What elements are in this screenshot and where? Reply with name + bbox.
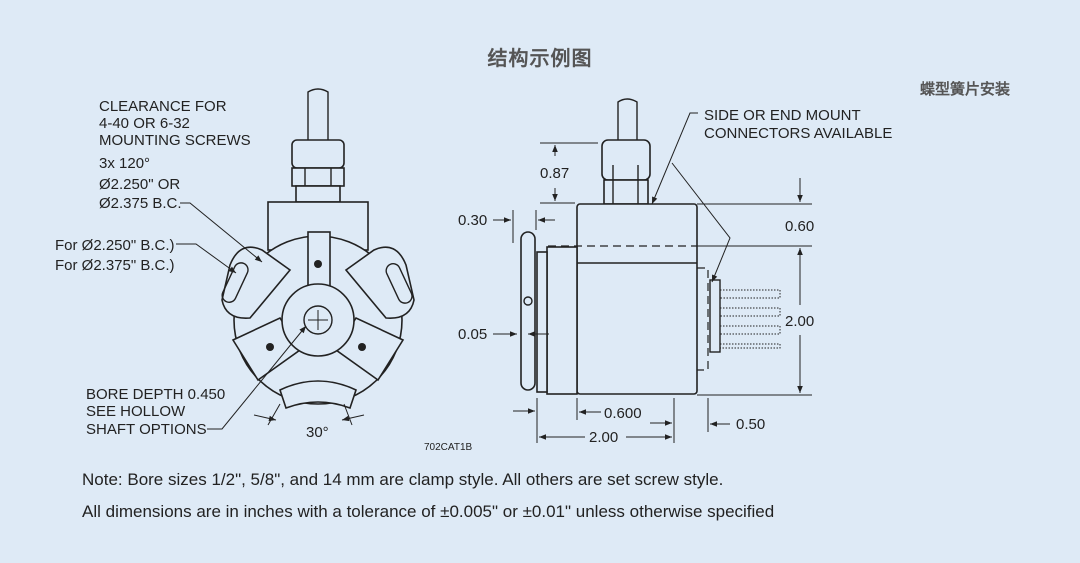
label-bc-2375: Ø2.375 B.C. (99, 195, 182, 212)
label-side-end-mount: SIDE OR END MOUNT (704, 107, 861, 124)
label-bore-depth: BORE DEPTH 0.450 (86, 386, 225, 403)
label-shaft-options: SHAFT OPTIONS (86, 421, 207, 438)
label-for-2375: For Ø2.375" B.C.) (55, 257, 175, 274)
connector-pins (719, 289, 781, 349)
label-bc-2250: Ø2.250" OR (99, 176, 180, 193)
dim-0-05: 0.05 (458, 326, 487, 343)
label-mounting-screws: MOUNTING SCREWS (99, 132, 251, 149)
front-view-labels: CLEARANCE FOR 4-40 OR 6-32 MOUNTING SCRE… (55, 98, 329, 441)
label-see-hollow: SEE HOLLOW (86, 403, 186, 420)
dim-2-00-height: 2.00 (785, 313, 814, 330)
side-view-labels: SIDE OR END MOUNT CONNECTORS AVAILABLE 0… (424, 107, 892, 453)
drawing-code: 702CAT1B (424, 442, 473, 453)
front-view (176, 88, 415, 430)
dim-0-60: 0.60 (785, 218, 814, 235)
label-clearance: CLEARANCE FOR (99, 98, 227, 115)
label-angle: 3x 120° (99, 155, 150, 172)
dim-2-00-length: 2.00 (589, 429, 618, 446)
side-view (493, 98, 812, 443)
dim-0-600: 0.600 (604, 405, 642, 422)
note-tolerance: All dimensions are in inches with a tole… (82, 502, 775, 521)
label-connectors-available: CONNECTORS AVAILABLE (704, 125, 892, 142)
note-bore-sizes: Note: Bore sizes 1/2", 5/8", and 14 mm a… (82, 470, 724, 489)
label-for-2250: For Ø2.250" B.C.) (55, 237, 175, 254)
dim-0-30: 0.30 (458, 212, 487, 229)
page-title: 结构示例图 (487, 46, 593, 70)
dim-0-87: 0.87 (540, 165, 569, 182)
subtitle: 蝶型簧片安装 (920, 80, 1011, 98)
label-30-deg: 30° (306, 424, 329, 441)
dim-0-50: 0.50 (736, 416, 765, 433)
label-screw-size: 4-40 OR 6-32 (99, 115, 190, 132)
